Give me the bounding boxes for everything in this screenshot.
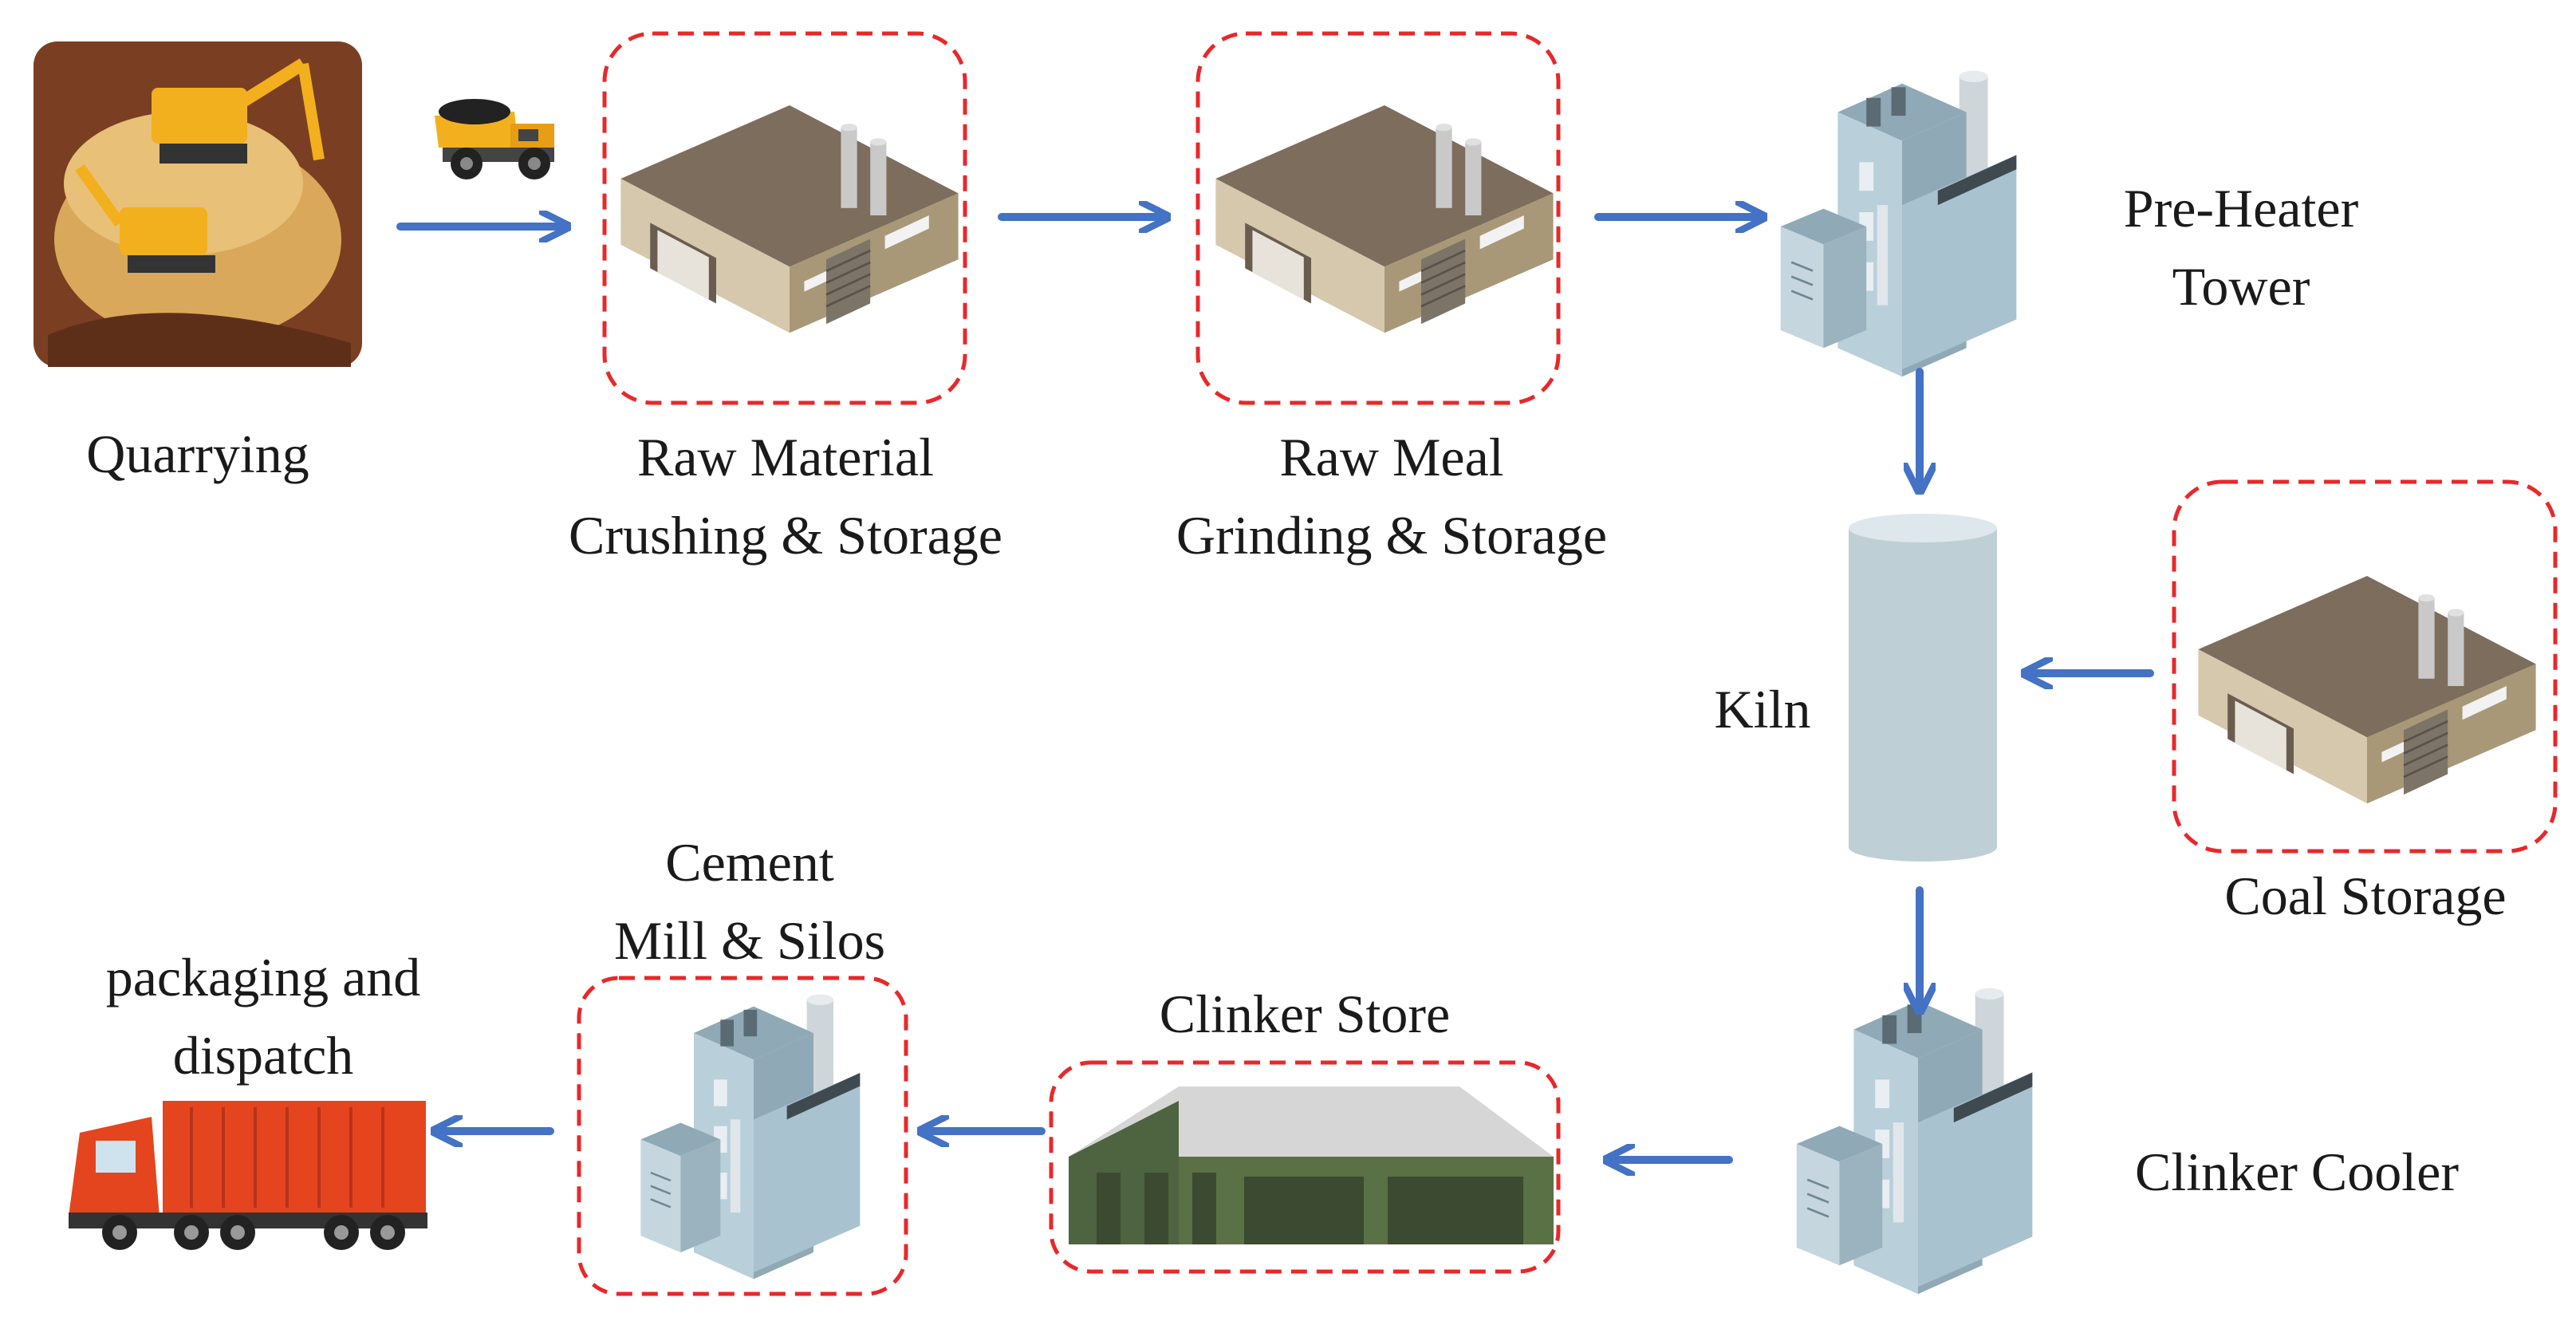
coal-storage-warehouse-icon — [2196, 574, 2538, 805]
preheater-label: Pre-Heater Tower — [2058, 169, 2424, 325]
dispatch-label-line1: packaging and — [105, 947, 421, 1008]
storage-shed-icon — [1069, 1086, 1554, 1244]
kiln-label: Kiln — [1714, 679, 1811, 739]
cement-mill-label-line1: Cement — [665, 832, 834, 893]
raw-meal-highlight-box — [1195, 31, 1561, 405]
cement-mill-label: Cement Mill & Silos — [542, 823, 957, 980]
raw-material-warehouse-icon — [619, 104, 960, 334]
raw-meal-label-line1: Raw Meal — [1279, 427, 1504, 487]
cement-mill-label-line2: Mill & Silos — [613, 910, 886, 971]
raw-meal-warehouse-icon — [1214, 104, 1555, 334]
clinker-store-highlight-box — [1049, 1060, 1561, 1274]
coal-storage-highlight-box — [2172, 479, 2558, 854]
dump-truck-icon — [435, 99, 554, 179]
raw-material-label-line1: Raw Material — [637, 427, 934, 487]
clinker-cooler-factory-icon — [1795, 987, 2034, 1295]
quarrying-label: Quarrying — [86, 424, 309, 484]
raw-material-label: Raw Material Crushing & Storage — [502, 418, 1069, 574]
cement-mill-highlight-box — [577, 976, 908, 1296]
preheater-label-line2: Tower — [2172, 256, 2310, 317]
raw-meal-label-line2: Grinding & Storage — [1176, 505, 1608, 566]
raw-meal-label: Raw Meal Grinding & Storage — [1109, 418, 1675, 574]
clinker-store-label: Clinker Store — [1159, 984, 1451, 1044]
preheater-label-line1: Pre-Heater — [2123, 178, 2359, 239]
kiln-cylinder-icon — [1849, 514, 1997, 862]
dispatch-label: packaging and dispatch — [16, 938, 510, 1094]
raw-material-highlight-box — [602, 31, 967, 405]
preheater-factory-icon — [1779, 69, 2018, 378]
cement-mill-factory-icon — [639, 993, 861, 1280]
clinker-cooler-label: Clinker Cooler — [2134, 1142, 2460, 1202]
raw-material-label-line2: Crushing & Storage — [569, 505, 1002, 566]
dispatch-label-line2: dispatch — [172, 1025, 354, 1086]
quarry-mining-icon — [33, 41, 362, 367]
container-truck-icon — [69, 1101, 427, 1250]
coal-storage-label: Coal Storage — [2224, 866, 2507, 926]
